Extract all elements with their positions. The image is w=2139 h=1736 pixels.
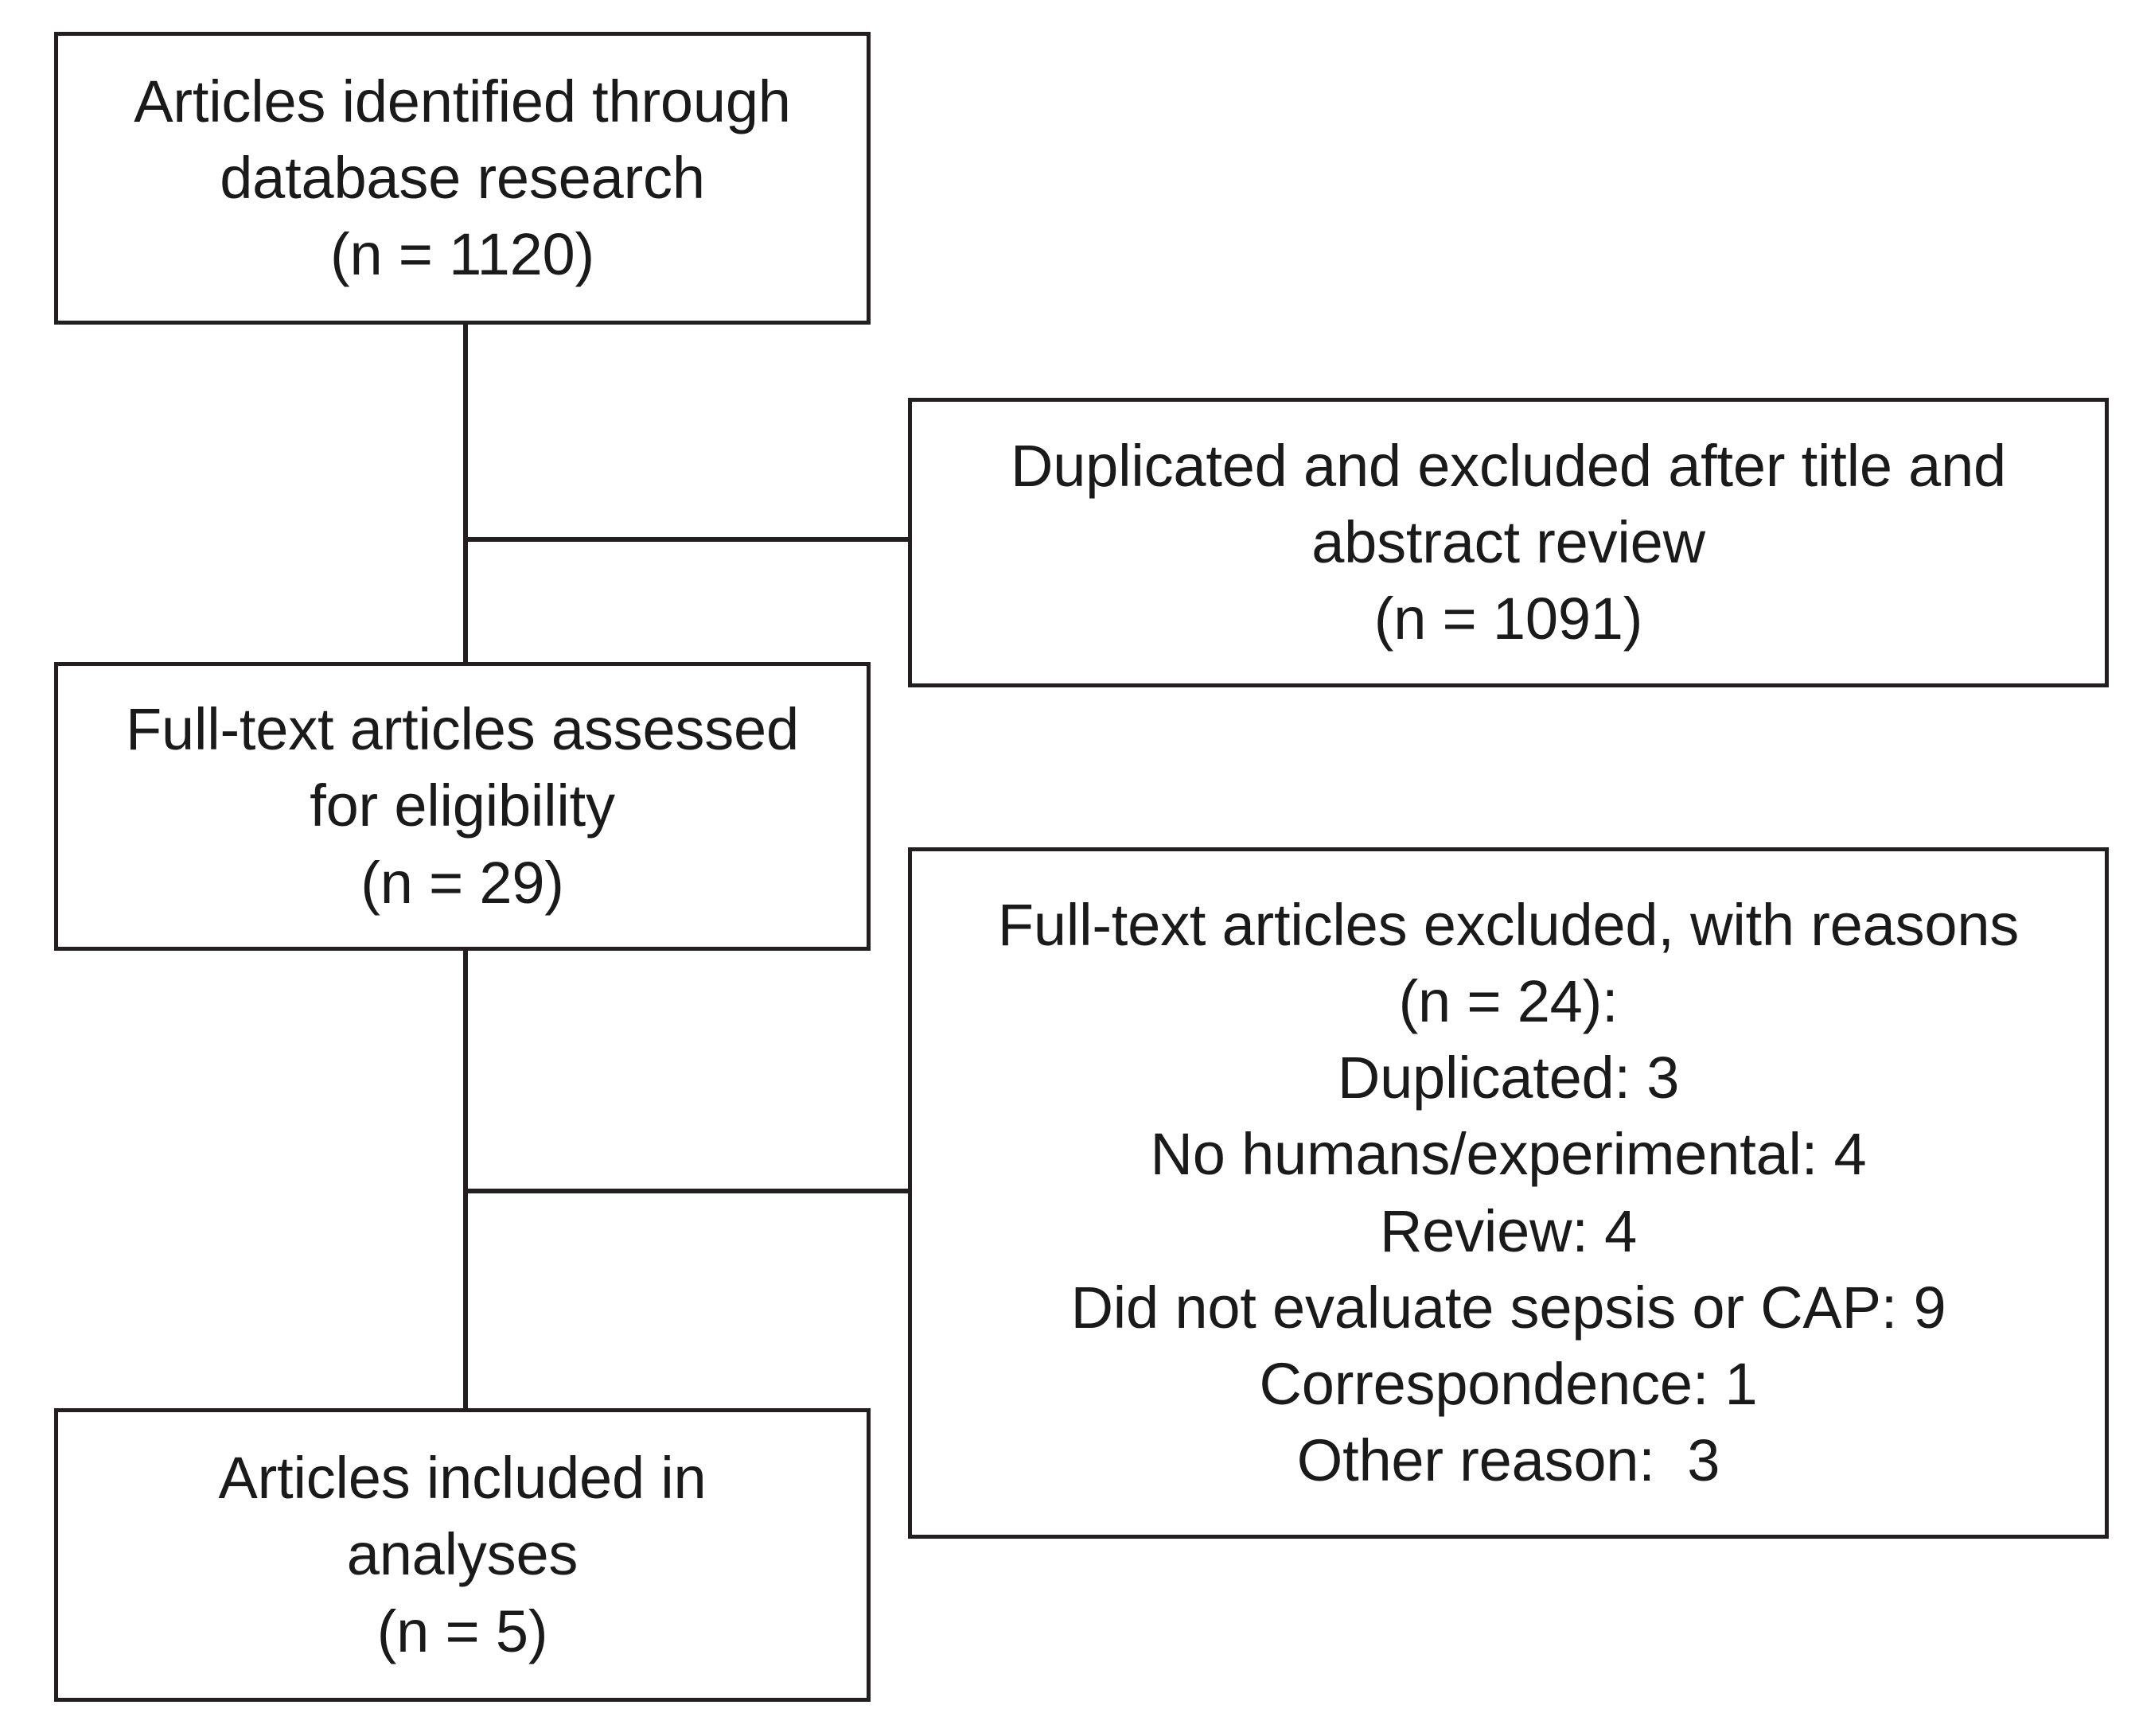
fulltext-assessed-line-1: Full-text articles assessed — [126, 696, 799, 763]
fulltext-assessed-count: (n = 29) — [360, 849, 564, 916]
connector-to-duplicated-excluded — [463, 537, 910, 542]
connector-identified-to-fulltext — [463, 321, 468, 666]
fulltext-excluded-box: Full-text articles excluded, with reason… — [908, 847, 2109, 1539]
reason-review: Review: 4 — [1379, 1197, 1638, 1264]
reason-correspondence: Correspondence: 1 — [1259, 1350, 1758, 1417]
articles-identified-line-1: Articles identified through — [134, 68, 791, 134]
reason-did-not-evaluate-sepsis-or-cap: Did not evaluate sepsis or CAP: 9 — [1070, 1274, 1946, 1341]
articles-identified-line-2: database research — [220, 144, 705, 211]
reason-duplicated: Duplicated: 3 — [1337, 1045, 1680, 1111]
articles-included-box: Articles included in analyses (n = 5) — [54, 1408, 871, 1702]
articles-identified-count: (n = 1120) — [330, 221, 594, 288]
articles-identified-box: Articles identified through database res… — [54, 32, 871, 325]
articles-included-line-2: analyses — [346, 1521, 579, 1588]
duplicated-excluded-line-1: Duplicated and excluded after title and — [1010, 432, 2007, 499]
connector-fulltext-to-included — [463, 947, 468, 1411]
articles-included-line-1: Articles included in — [218, 1445, 707, 1512]
articles-included-count: (n = 5) — [376, 1598, 548, 1664]
duplicated-excluded-box: Duplicated and excluded after title and … — [908, 398, 2109, 687]
reason-no-humans-experimental: No humans/experimental: 4 — [1150, 1121, 1867, 1188]
fulltext-excluded-count: (n = 24): — [1398, 967, 1619, 1034]
fulltext-assessed-box: Full-text articles assessed for eligibil… — [54, 662, 871, 951]
connector-to-fulltext-excluded — [463, 1189, 910, 1193]
duplicated-excluded-count: (n = 1091) — [1373, 586, 1643, 652]
fulltext-assessed-line-2: for eligibility — [310, 773, 615, 839]
reason-other: Other reason: 3 — [1296, 1427, 1720, 1494]
duplicated-excluded-line-2: abstract review — [1311, 508, 1705, 575]
fulltext-excluded-title: Full-text articles excluded, with reason… — [997, 891, 2020, 958]
